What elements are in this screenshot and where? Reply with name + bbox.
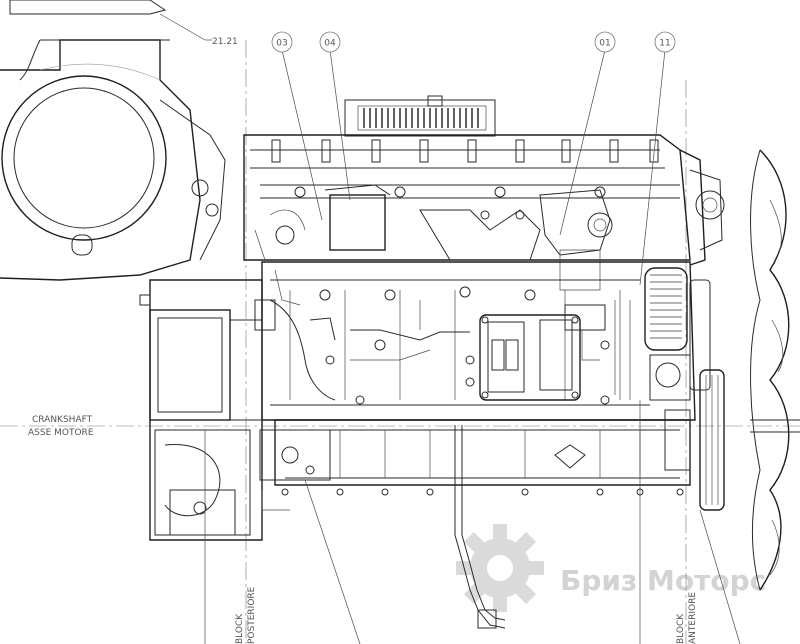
watermark-text: Бриз Моторс [560, 564, 766, 597]
watermark: Бриз Моторс [456, 524, 766, 612]
block-front-line1: BLOCK [676, 613, 686, 644]
engine-block [261, 261, 696, 421]
rocker-bolts [271, 139, 659, 163]
gear-logo-icon [456, 524, 544, 612]
block-bolts [319, 286, 610, 405]
pan-ribs [339, 430, 641, 478]
callout-01-label: 01 [599, 39, 610, 49]
callout-11-label: 11 [659, 39, 670, 49]
turbocharger: 21.21 [0, 0, 238, 281]
cylinder-head [243, 95, 691, 291]
block-front-label: BLOCK ANTERIORE [676, 592, 698, 644]
crankshaft-label-line2: ASSE MOTORE [28, 428, 94, 438]
ecu-unit [479, 304, 606, 401]
reference-label: 21.21 [212, 37, 238, 47]
callout-03-label: 03 [276, 39, 287, 49]
pan-bolts [281, 488, 684, 496]
front-end [644, 149, 725, 511]
cooling-fan [750, 149, 800, 591]
oil-pan [274, 419, 691, 629]
callout-03: 03 [271, 31, 293, 53]
block-ribs [289, 290, 621, 400]
block-rear-line2: POSTERIORE [247, 586, 257, 644]
crank-pulley [699, 369, 725, 511]
crankshaft-label-line1: CRANKSHAFT [32, 415, 93, 425]
front-gear [644, 267, 688, 351]
flywheel-housing [139, 279, 331, 541]
control-module [329, 194, 386, 251]
callout-leaders [204, 49, 741, 644]
block-rear-label: BLOCK POSTERIORE [235, 586, 257, 644]
callout-04: 04 [319, 31, 341, 53]
callout-04-label: 04 [324, 39, 336, 49]
centerlines [0, 40, 800, 644]
crankshaft-label: CRANKSHAFT ASSE MOTORE [28, 415, 94, 438]
fuel-rail [260, 184, 680, 199]
block-rear-line1: BLOCK [235, 613, 245, 644]
callout-01: 01 [594, 31, 616, 53]
block-front-line2: ANTERIORE [688, 592, 698, 644]
callout-11: 11 [654, 31, 676, 53]
breather-grille [344, 95, 496, 137]
